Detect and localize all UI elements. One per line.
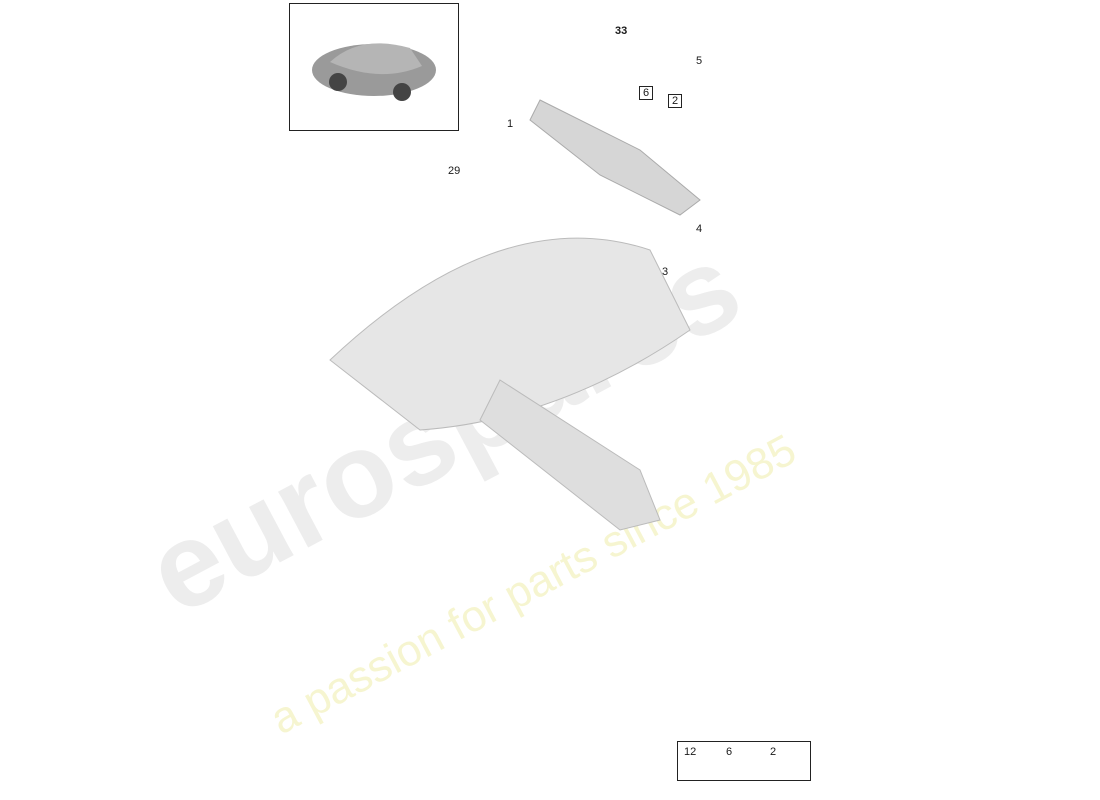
fastener-legend: 12 6 2 bbox=[677, 741, 811, 781]
legend-label: 12 bbox=[684, 746, 697, 758]
callout: 33 bbox=[615, 25, 628, 37]
callout: 2 bbox=[668, 94, 683, 108]
car-icon bbox=[312, 43, 436, 101]
callout: 1 bbox=[507, 118, 514, 130]
legend-label: 2 bbox=[770, 746, 777, 758]
callout: 3 bbox=[662, 266, 669, 278]
legend-label: 6 bbox=[726, 746, 733, 758]
callout: 4 bbox=[696, 223, 703, 235]
vehicle-thumbnail bbox=[289, 3, 459, 131]
callout: 29 bbox=[448, 165, 461, 177]
callout: 6 bbox=[639, 86, 654, 100]
callout: 5 bbox=[696, 55, 703, 67]
